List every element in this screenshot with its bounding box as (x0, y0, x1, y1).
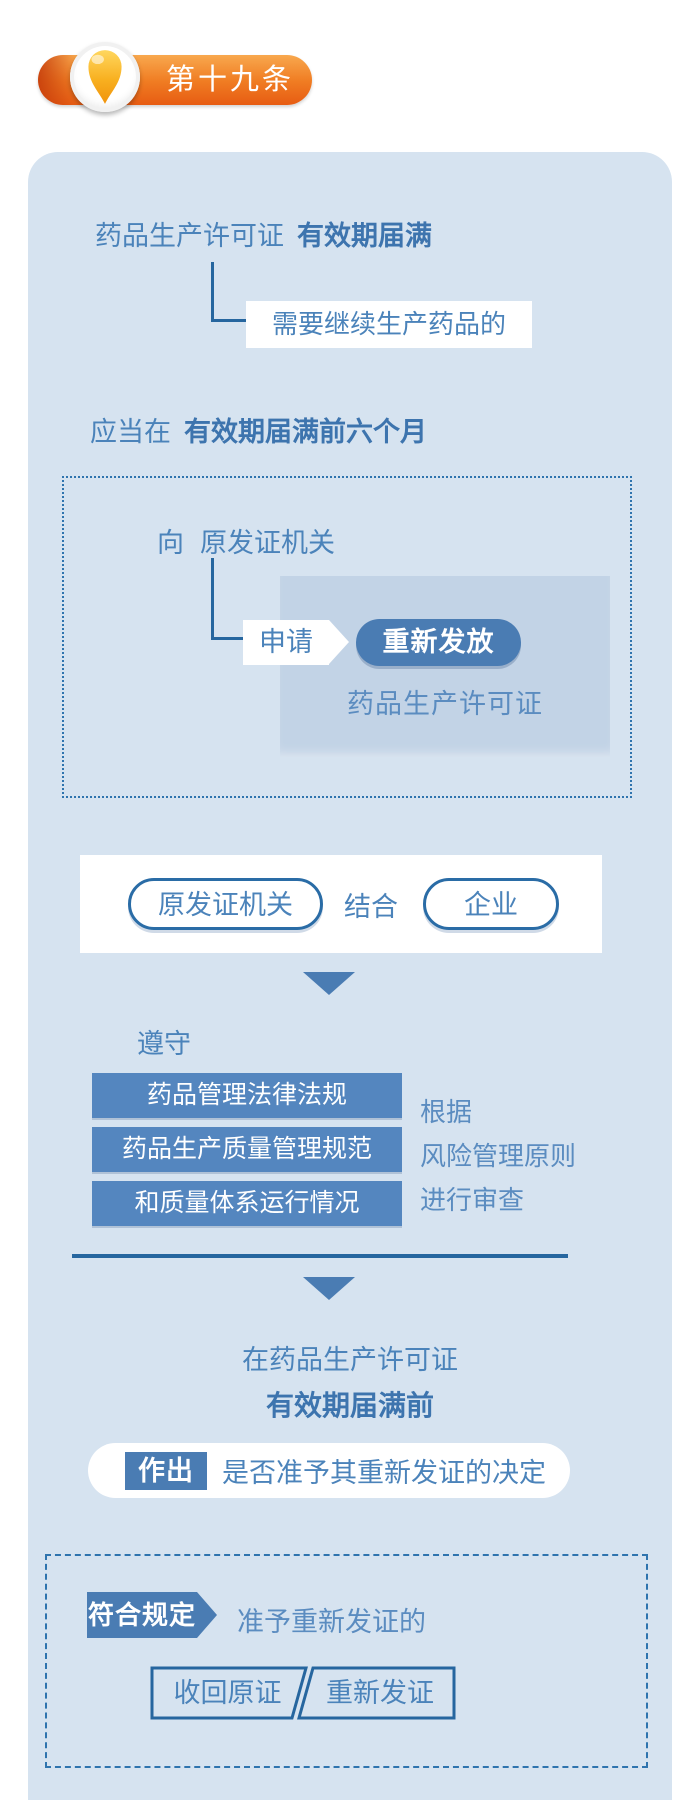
decision-text: 是否准予其重新发证的决定 (222, 1458, 546, 1488)
deadline-rule: 应当在有效期届满前六个月 (90, 410, 427, 449)
comply-heading: 遵守 (137, 1029, 191, 1059)
connector-line-2 (211, 558, 243, 640)
deadline-normal-text: 应当在 (90, 417, 171, 447)
apply-prefix: 向 (157, 528, 184, 558)
license-name-label: 药品生产许可证 (347, 689, 543, 719)
enterprise-pill: 企业 (423, 878, 559, 930)
lightbulb-icon (70, 42, 140, 112)
application-dotted-box (62, 476, 632, 798)
reissue-pill: 重新发放 (356, 619, 521, 666)
apply-tag: 申请 (243, 620, 349, 665)
expiry-statement: 药品生产许可证有效期届满 (95, 214, 432, 253)
apply-to-authority: 向原发证机关 (157, 521, 335, 560)
divider-line (72, 1254, 568, 1258)
result-dashed-box (45, 1554, 648, 1768)
reissue-license-label: 重新发证 (326, 1678, 434, 1708)
review-basis: 根据 风险管理原则 进行审查 (420, 1090, 576, 1222)
action-boxes-outline (150, 1666, 456, 1720)
basis-line-3: 进行审查 (420, 1185, 525, 1215)
decision-tag: 作出 (125, 1451, 207, 1490)
arrow-down-icon (303, 972, 355, 995)
review-bar: 原发证机关 结合 企业 (80, 855, 602, 953)
result-text: 准予重新发证的 (237, 1607, 426, 1637)
comply-item-3: 和质量体系运行情况 (92, 1181, 402, 1226)
deadline-bold-text: 有效期届满前六个月 (184, 417, 427, 447)
basis-line-1: 根据 (420, 1097, 473, 1127)
continue-production-note: 需要继续生产药品的 (246, 301, 532, 348)
withdraw-license-label: 收回原证 (173, 1678, 282, 1708)
compliant-tag: 符合规定 (87, 1592, 217, 1638)
comply-item-1: 药品管理法律法规 (92, 1073, 402, 1118)
decision-time: 在药品生产许可证 有效期届满前 (28, 1338, 672, 1424)
decision-time-line2: 有效期届满前 (265, 1390, 434, 1421)
comply-item-2: 药品生产质量管理规范 (92, 1127, 402, 1172)
authority-pill: 原发证机关 (128, 878, 323, 930)
decision-time-line1: 在药品生产许可证 (242, 1345, 458, 1375)
decision-bar: 作出 是否准予其重新发证的决定 (88, 1443, 570, 1498)
license-inner-panel (280, 576, 610, 757)
issuing-authority-label: 原发证机关 (200, 528, 335, 558)
connector-line-1 (211, 262, 246, 322)
combine-label: 结合 (344, 891, 398, 922)
expiry-normal-text: 药品生产许可证 (95, 221, 284, 251)
arrow-down-icon (303, 1277, 355, 1300)
expiry-bold-text: 有效期届满 (297, 221, 432, 251)
basis-line-2: 风险管理原则 (420, 1141, 577, 1171)
article-title: 第十九条 (165, 64, 294, 96)
